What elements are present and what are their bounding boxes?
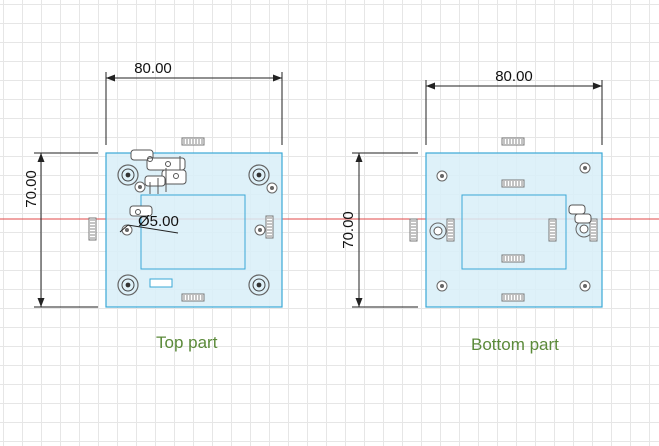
bottom-slot-left-outer[interactable] <box>409 218 418 242</box>
top-part-small-slot[interactable] <box>149 278 173 288</box>
bottom-slot-left-inner[interactable] <box>446 218 455 242</box>
top-slot-right[interactable] <box>265 215 274 239</box>
bottom-height-dimension[interactable] <box>352 152 418 308</box>
hole-dimension-leader <box>119 224 179 234</box>
constraint-glyphs-cluster[interactable] <box>129 149 187 217</box>
bottom-height-dim-label[interactable]: 70.00 <box>340 211 357 249</box>
bottom-width-dim-label[interactable]: 80.00 <box>495 68 533 85</box>
top-width-dimension[interactable] <box>105 72 283 145</box>
bottom-part-sketch[interactable]: 80.00 70.00 <box>340 68 603 308</box>
top-width-dim-label[interactable]: 80.00 <box>134 60 172 77</box>
top-height-dimension[interactable] <box>34 152 98 308</box>
top-hole-right-middle[interactable] <box>254 224 266 236</box>
bottom-part-plate[interactable] <box>425 152 603 308</box>
top-slot-top[interactable] <box>181 137 205 146</box>
top-part-sketch[interactable]: 80.00 70.00 Ø5.00 <box>23 60 283 308</box>
bottom-slot-upper[interactable] <box>501 179 525 188</box>
top-part-caption: Top part <box>156 333 218 352</box>
top-hole-left-inner[interactable] <box>134 181 146 193</box>
bottom-hole-left-middle[interactable] <box>429 222 447 240</box>
top-part-inner-pocket[interactable] <box>140 194 246 270</box>
bottom-hole-top-right[interactable] <box>579 162 591 174</box>
bottom-slot-right-outer[interactable] <box>589 218 598 242</box>
top-part-plate[interactable] <box>105 152 283 308</box>
top-height-dim-label[interactable]: 70.00 <box>23 170 40 208</box>
bottom-slot-top[interactable] <box>501 137 525 146</box>
top-slot-left[interactable] <box>88 217 97 241</box>
bottom-hole-top-left[interactable] <box>436 170 448 182</box>
top-hole-right-upper[interactable] <box>266 182 278 194</box>
bottom-slot-lower[interactable] <box>501 254 525 263</box>
bottom-part-inner-pocket[interactable] <box>461 194 567 270</box>
top-hole-dim-label[interactable]: Ø5.00 <box>138 213 179 230</box>
bottom-slot-right-inner[interactable] <box>548 218 557 242</box>
bottom-part-caption: Bottom part <box>471 335 559 354</box>
bottom-constraint-glyphs[interactable] <box>568 204 592 224</box>
bottom-slot-bottom[interactable] <box>501 293 525 302</box>
top-slot-bottom[interactable] <box>181 293 205 302</box>
bottom-hole-bottom-left[interactable] <box>436 280 448 292</box>
bottom-hole-bottom-right[interactable] <box>579 280 591 292</box>
bottom-width-dimension[interactable] <box>425 80 603 145</box>
